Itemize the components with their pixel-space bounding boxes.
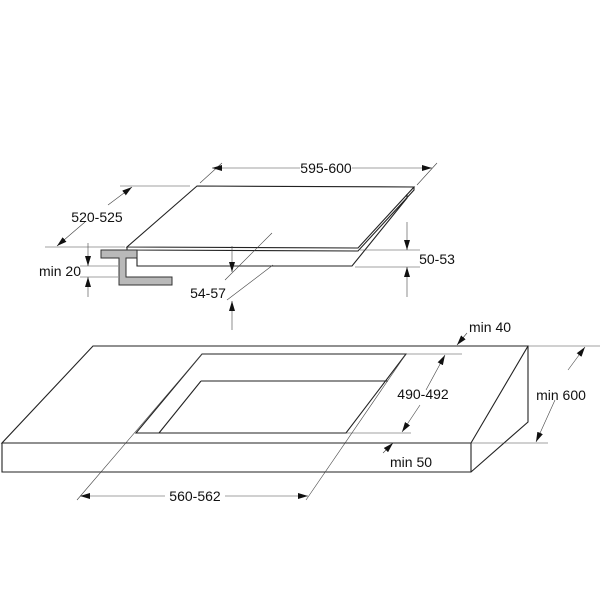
worktop-top: [0, 345, 529, 444]
label-min-20: min 20: [39, 263, 81, 279]
label-min-40: min 40: [469, 319, 511, 335]
cutout-inner: [158, 380, 388, 434]
label-hob-depth: 520-525: [71, 209, 123, 225]
dim-hob-depth: [45, 185, 190, 248]
hob-body: [136, 194, 408, 267]
dim-min40: [456, 332, 600, 347]
hob-glass-top: [125, 185, 416, 249]
worktop-drawing: [0, 345, 529, 473]
worktop-front: [1, 346, 529, 473]
label-560-562: 560-562: [169, 488, 221, 504]
label-min-600: min 600: [536, 387, 586, 403]
dim-min50: [382, 442, 394, 454]
label-490-492: 490-492: [397, 386, 449, 402]
dim-54-57: [224, 232, 274, 330]
dim-cutout-width: [76, 353, 407, 501]
dim-worktop-depth: [471, 346, 586, 444]
dim-50-53: [355, 222, 420, 297]
label-50-53: 50-53: [419, 251, 455, 267]
label-hob-width: 595-600: [300, 160, 352, 176]
dim-min20: [80, 243, 118, 297]
worktop-bracket: [100, 249, 173, 286]
label-54-57: 54-57: [190, 285, 226, 301]
hob-drawing: [100, 185, 416, 286]
cutout-outer: [134, 353, 408, 434]
dim-hob-width: [199, 162, 438, 186]
label-min-50: min 50: [390, 454, 432, 470]
dim-cutout-depth: [346, 353, 462, 434]
